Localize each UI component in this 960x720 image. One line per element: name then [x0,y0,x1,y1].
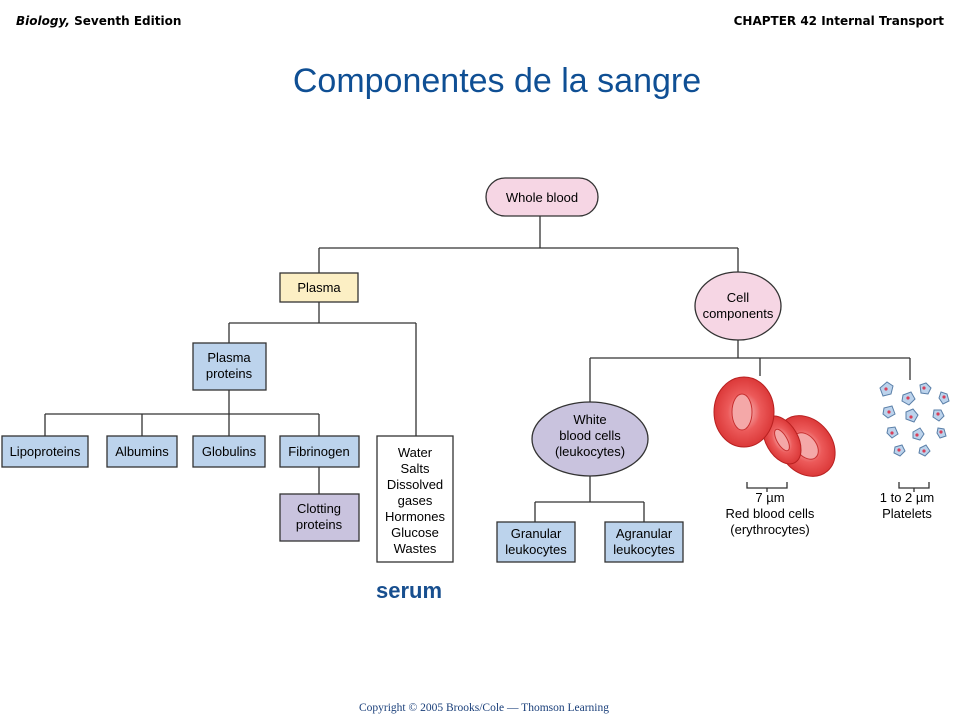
white-blood-cells-node: White blood cells (leukocytes) [531,401,649,477]
platelets-illustration [879,381,950,457]
plasma-contents-node: Water Salts Dissolved gases Hormones Glu… [376,435,454,563]
plasma-label: Plasma [297,280,341,295]
lipoproteins-label: Lipoproteins [10,444,81,459]
wbc-line-2: blood cells [559,428,621,443]
granular-leukocytes-node: Granular leukocytes [496,521,576,563]
plasma-proteins-line-2: proteins [206,366,253,381]
header-book-title: Biology, Seventh Edition [16,14,181,28]
albumins-label: Albumins [115,444,169,459]
globulins-label: Globulins [202,444,257,459]
granular-line-2: leukocytes [505,542,567,557]
cell-components-line-2: components [703,306,774,321]
whole-blood-label: Whole blood [506,190,578,205]
cell-components-node: Cell components [694,271,782,341]
cell-components-line-1: Cell [727,290,750,305]
header-book-italic: Biology, [16,14,70,28]
agranular-line-1: Agranular [616,526,673,541]
fibrinogen-label: Fibrinogen [288,444,349,459]
red-blood-cells-illustration [713,376,836,477]
header-chapter: CHAPTER 42 Internal Transport [733,14,944,28]
lipoproteins-node: Lipoproteins [1,435,89,468]
fibrinogen-node: Fibrinogen [279,435,360,468]
rbc-size-bracket [746,482,788,492]
granular-line-1: Granular [511,526,562,541]
plasma-content-wastes: Wastes [394,541,437,556]
header-book-edition: Seventh Edition [69,14,182,28]
plasma-content-glucose: Glucose [391,525,439,540]
whole-blood-node: Whole blood [485,177,599,217]
platelet-size-bracket [898,482,930,492]
globulins-node: Globulins [192,435,266,468]
agranular-leukocytes-node: Agranular leukocytes [604,521,684,563]
platelet-granules [884,386,946,453]
connector-lines [44,216,911,522]
plasma-node: Plasma [279,272,359,303]
plasma-content-dissolved: Dissolved [387,477,443,492]
plasma-content-gases: gases [398,493,433,508]
copyright-footer: Copyright © 2005 Brooks/Cole — Thomson L… [358,702,609,714]
rbc-size: 7 µm [755,490,784,505]
wbc-line-3: (leukocytes) [555,444,625,459]
plasma-proteins-line-1: Plasma [207,350,251,365]
plasma-content-water: Water [398,445,433,460]
plasma-proteins-node: Plasma proteins [192,342,267,391]
page-title: Componentes de la sangre [292,62,702,100]
platelet-size: 1 to 2 µm [880,490,934,505]
clotting-proteins-line-1: Clotting [297,501,341,516]
wbc-line-1: White [573,412,606,427]
platelet-label: Platelets [882,506,932,521]
plasma-content-salts: Salts [401,461,430,476]
rbc-label-line-2: (erythrocytes) [730,522,809,537]
albumins-node: Albumins [106,435,178,468]
agranular-line-2: leukocytes [613,542,675,557]
clotting-proteins-node: Clotting proteins [279,493,360,542]
rbc-label-line-1: Red blood cells [726,506,815,521]
serum-label: serum [376,578,443,603]
plasma-content-hormones: Hormones [385,509,445,524]
clotting-proteins-line-2: proteins [296,517,343,532]
